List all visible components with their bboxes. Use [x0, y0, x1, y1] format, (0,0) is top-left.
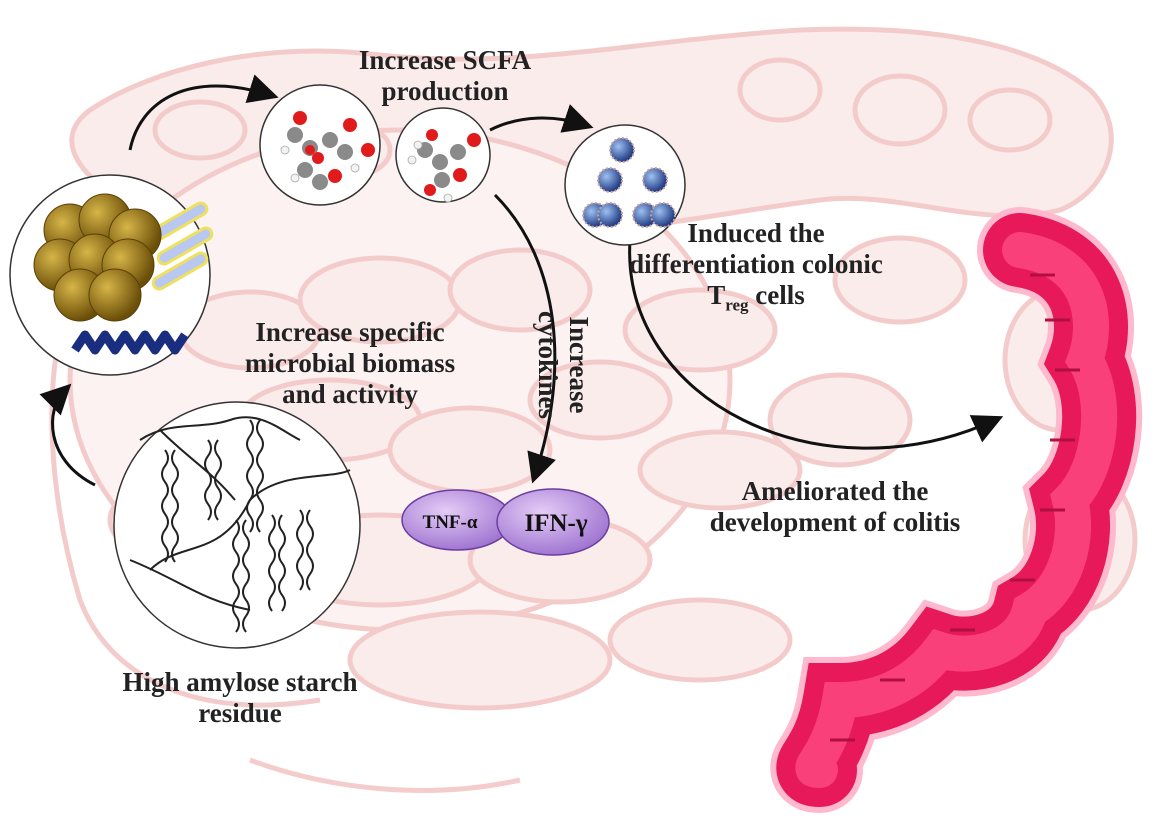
ifn-gamma-label: IFN-γ	[524, 510, 587, 537]
label-scfa-line2: production	[381, 76, 509, 106]
label-induced-treg: Induced the differentiation colonic Treg…	[596, 218, 916, 320]
microbe-rods	[151, 201, 214, 291]
microbe-chain	[71, 330, 189, 355]
microbe-cluster	[9, 174, 214, 376]
starch-helices	[113, 401, 361, 649]
flow-arrow	[39, 74, 1004, 487]
label-treg-line2: differentiation colonic	[629, 249, 883, 279]
label-scfa-line1: Increase SCFA	[358, 45, 532, 75]
label-ameliorated-colitis: Ameliorated the development of colitis	[675, 476, 995, 538]
label-microbial-line2: microbial biomass	[244, 348, 456, 378]
tnf-alpha-label: TNF-α	[423, 512, 478, 533]
label-microbial-line3: and activity	[282, 379, 418, 409]
label-treg-line3: Treg cells	[596, 280, 916, 320]
label-colitis-line1: Ameliorated the	[741, 476, 929, 506]
microbe-spheres	[33, 193, 162, 322]
cytokine-badges: TNF-α IFN-γ	[401, 488, 610, 556]
label-starch-line2: residue	[198, 698, 282, 728]
label-colitis-line2: development of colitis	[709, 507, 961, 537]
label-cytokines-line1: Increase	[564, 316, 594, 414]
label-starch-line1: High amylose starch	[122, 667, 358, 697]
label-cytokines-line2: cytokines	[533, 311, 563, 419]
label-microbial-biomass: Increase specific microbial biomass and …	[200, 317, 500, 410]
treg-cells	[564, 124, 686, 246]
label-treg-sub: reg	[725, 295, 749, 315]
colon-illustration	[770, 207, 1143, 813]
label-treg-line1: Induced the	[687, 218, 825, 248]
label-high-amylose-starch: High amylose starch residue	[90, 667, 390, 729]
label-treg-t: T	[707, 280, 726, 310]
label-microbial-line1: Increase specific	[255, 317, 445, 347]
label-increase-scfa: Increase SCFA production	[300, 45, 590, 107]
scfa-molecules	[259, 84, 491, 206]
label-treg-tail: cells	[748, 280, 805, 310]
ifn-gamma-badge	[496, 488, 610, 556]
